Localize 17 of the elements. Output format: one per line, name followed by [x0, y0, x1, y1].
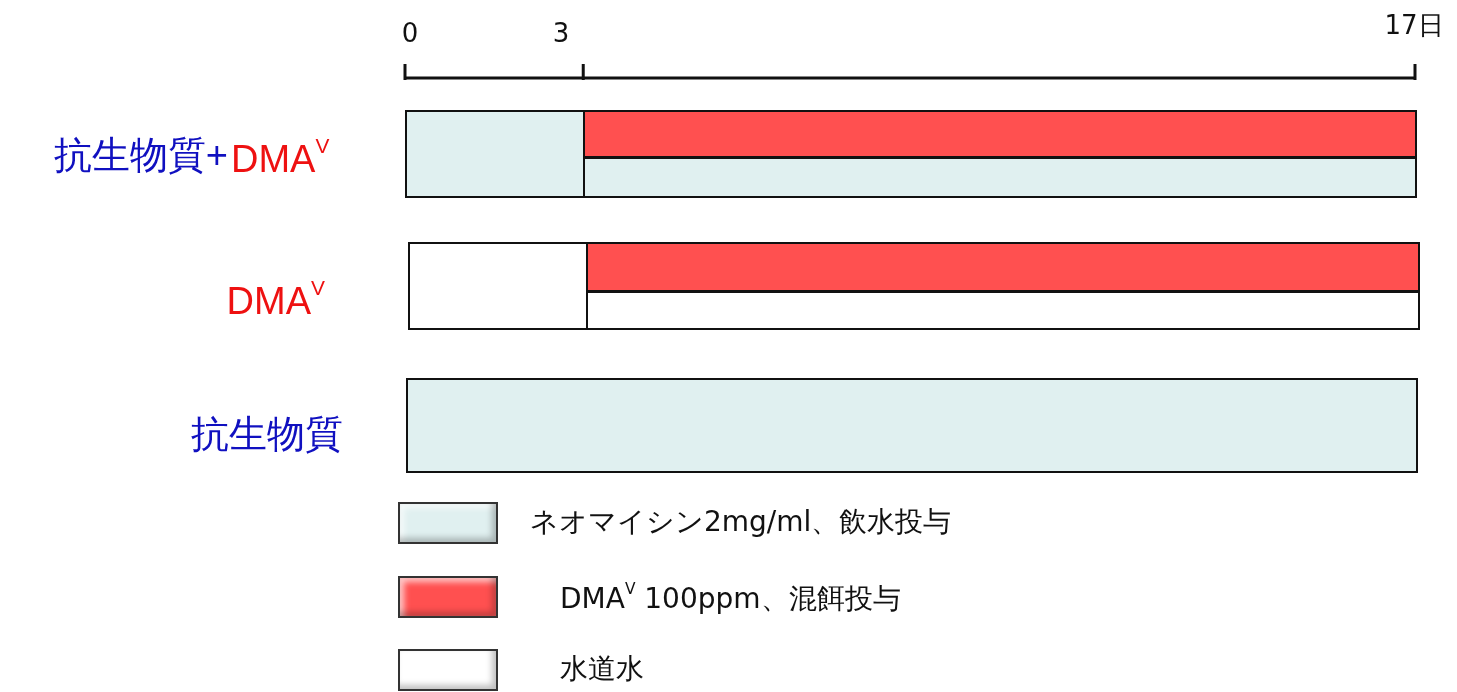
row-label: 抗生物質 [191, 415, 343, 453]
axis-tick-label: 17日 [1384, 12, 1444, 38]
timeline-bar [586, 242, 1420, 292]
legend-text: DMA$^{V}$ 100ppm、混餌投与 [560, 582, 901, 613]
timeline-bar [408, 242, 589, 330]
row-label: DMA$^{V}$ [231, 136, 330, 178]
row-label: DMA$^{V}$ [226, 278, 325, 320]
timeline-bar [405, 110, 586, 198]
timeline-bar [406, 378, 1418, 473]
timeline-bar [586, 291, 1420, 330]
row-label: 抗生物質+ [53, 136, 228, 174]
axis-tick-label: 0 [401, 20, 419, 46]
legend-text: ネオマイシン2mg/ml、飲水投与 [530, 508, 952, 536]
timeline-bar [583, 157, 1417, 198]
legend-text: 水道水 [560, 655, 644, 683]
timeline-bar [583, 110, 1417, 158]
axis-tick-label: 3 [552, 20, 570, 46]
